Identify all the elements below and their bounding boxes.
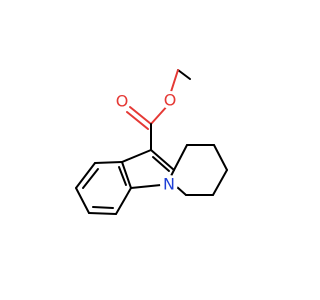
benzene-inner-double-1 [82, 168, 99, 189]
benzene-bond-2 [75, 162, 96, 189]
benzene-bond-3 [75, 187, 90, 214]
methyl-bond [177, 69, 191, 80]
carbonyl-double-bond-b [126, 111, 149, 130]
pyrrole-ring [121, 149, 175, 189]
carbonyl-double-bond-a [129, 106, 152, 125]
ester-oxygen-atom: O [161, 91, 179, 110]
ring-nitrogen-atom: N [160, 175, 178, 194]
ester-oxygen-label: O [164, 91, 177, 110]
benzene-bond-5 [115, 187, 132, 215]
piperidine-ring [173, 144, 228, 196]
molecule-structure-drawing: O O N [75, 69, 228, 215]
c10-c10a-bond [150, 149, 175, 171]
carbonyl-oxygen-label: O [116, 92, 129, 111]
c10a-c1-bond [173, 144, 188, 171]
c9a-c10-bond [121, 149, 152, 163]
n-c5a-bond [130, 184, 162, 189]
c3-c4-bond [212, 169, 228, 196]
c2-c3-bond [213, 144, 228, 171]
methyl-ester-group [126, 69, 191, 151]
benzene-bond-4 [88, 212, 117, 215]
ring-nitrogen-label: N [163, 175, 175, 194]
c5a-c9a-bond [121, 161, 132, 189]
benzene-ring [75, 161, 132, 215]
benzene-bond-1 [94, 161, 123, 164]
c10-c10a-inner-double-bond [152, 156, 170, 172]
carbonyl-oxygen-atom: O [113, 92, 131, 111]
c5-n-bond [176, 186, 187, 196]
benzene-inner-double-2 [92, 206, 114, 209]
benzene-inner-double-3 [118, 166, 127, 186]
